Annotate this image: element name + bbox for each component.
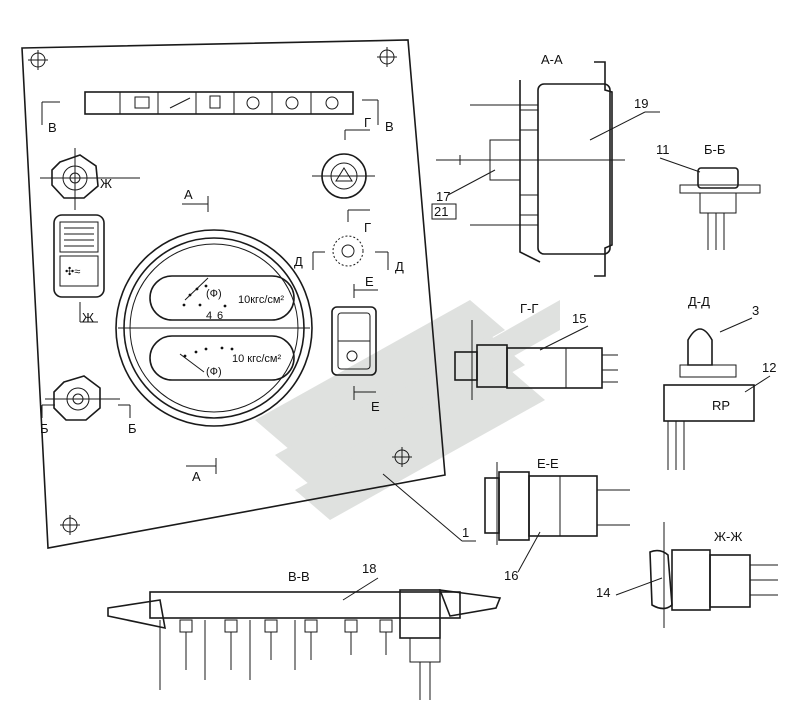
section-zhzh: Ж-Ж 14 [596,522,778,628]
indicator-lamp-strip [84,91,354,115]
marker-d-right: Д [395,259,404,274]
section-ee: Е-Е 16 [484,456,630,583]
marker-g-bottom: Г [364,220,371,235]
callout-11: 11 [656,142,670,157]
section-gg-label: Г-Г [520,301,538,316]
lower-left-switch [45,375,120,421]
callout-21: 21 [434,204,448,219]
marker-d-left: Д [294,254,303,269]
marker-a-top: А [184,187,193,202]
screw-bottom-left [60,515,80,535]
callout-18: 18 [362,561,376,576]
marker-a-bottom: А [192,469,201,484]
callout-1: 1 [462,525,469,540]
marker-b-left: Б [40,421,49,436]
marker-v-left: В [48,120,57,135]
section-bb-label: Б-Б [704,142,725,157]
callout-15: 15 [572,311,586,326]
gauge-tick-4: 4 [206,310,212,322]
rocker-switch [331,306,377,376]
combined-gauge: (Ф) 10кгс/см² 4 6 10 кгс/см² (Ф) [115,229,313,427]
marker-b-right: Б [128,421,137,436]
svg-text:✣≈: ✣≈ [65,266,80,278]
gauge-lower-symbol: (Ф) [206,366,222,378]
watermark-logo [255,300,560,520]
gauge-upper-scale: 10кгс/см² [238,294,284,306]
ignition-switch [40,148,140,210]
section-markers: В В Г Г А А Д Д Е Е Ж Б Б Ж [40,99,404,484]
marker-e-bottom: Е [371,399,380,414]
callout-3: 3 [752,303,759,318]
leader-1 [382,473,463,542]
marker-v-right: В [385,119,394,134]
section-gg: Г-Г 15 [454,301,618,400]
section-vv-label: В-В [288,569,310,584]
gauge-upper-symbol: (Ф) [206,288,222,300]
marker-e-top: Е [365,274,374,289]
callout-17: 17 [436,189,450,204]
marker-g-top: Г [364,115,371,130]
section-aa-label: А-А [541,52,563,67]
section-dd: Д-Д 3 RP 12 [663,294,776,470]
section-vv: В-В 18 [107,561,502,700]
screw-top-right [377,47,397,67]
section-dd-label: Д-Д [688,294,710,309]
marker-zh-top: Ж [100,176,112,191]
screw-top-left [28,50,48,70]
callout-14: 14 [596,585,610,600]
heater-fan-switch: ✣≈ [53,214,105,298]
gauge-lower-scale: 10 кгс/см² [232,353,281,365]
section-ee-label: Е-Е [537,456,559,471]
callout-12: 12 [762,360,776,375]
gauge-tick-6: 6 [217,310,223,322]
section-zhzh-label: Ж-Ж [714,529,742,544]
callout-19: 19 [634,96,648,111]
screw-bottom-right [392,447,412,467]
marker-zh: Ж [82,310,94,325]
section-bb: Б-Б 11 [656,142,761,250]
warning-switch [312,153,375,199]
switch-label-rp: RP [712,398,730,413]
rotary-dimmer-knob [332,235,364,267]
instrument-panel: ✣≈ [21,39,476,549]
gauge-dots [182,284,234,358]
callout-16: 16 [504,568,518,583]
vv-pins [159,619,441,700]
section-aa: А-А 19 17 21 [431,52,660,277]
